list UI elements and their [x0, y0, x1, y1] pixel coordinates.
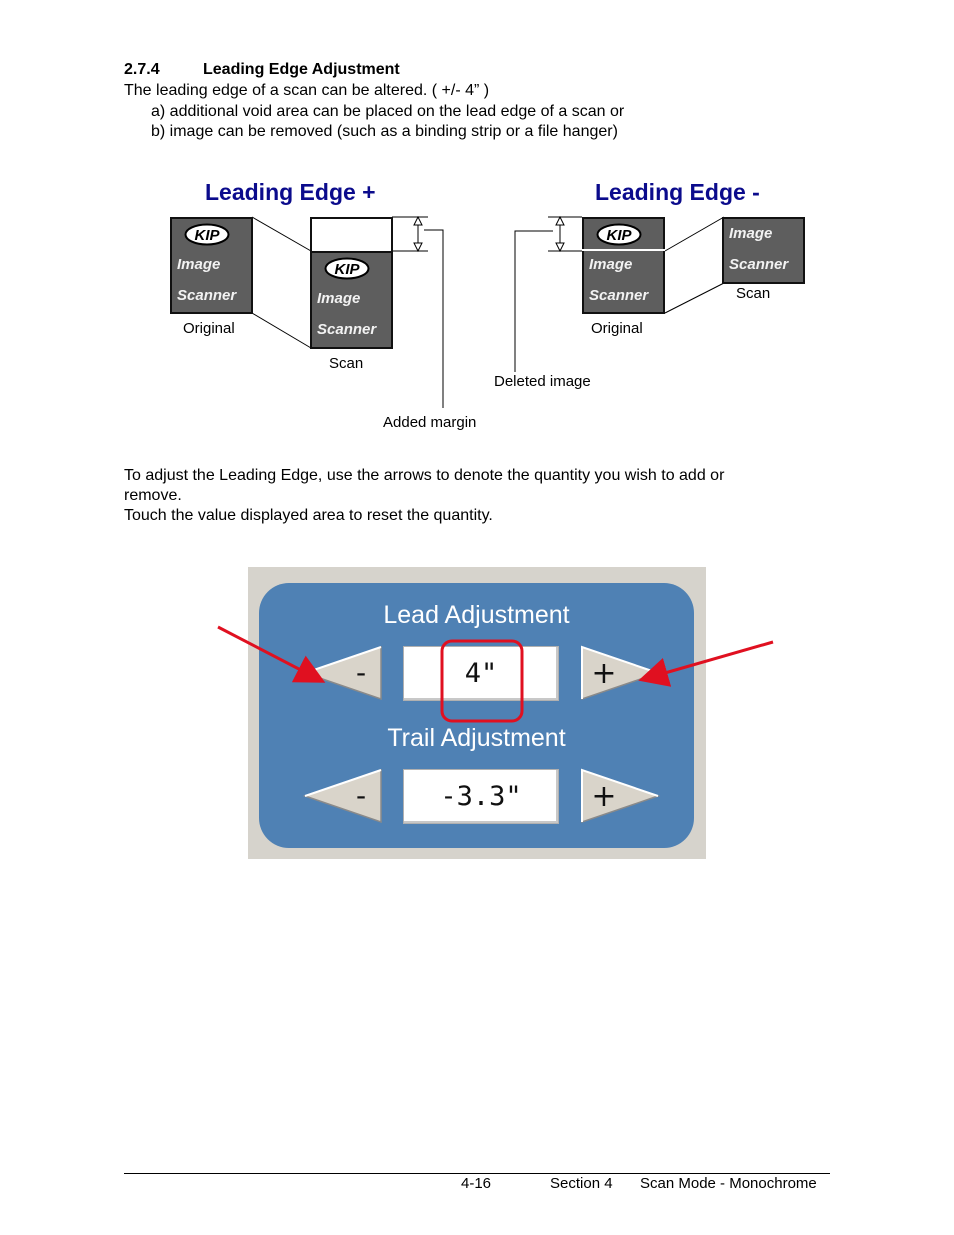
body-text-line-3: Touch the value displayed area to reset …: [124, 507, 493, 524]
trail-increase-button[interactable]: +: [580, 768, 660, 824]
image-word: Image: [589, 256, 633, 273]
footer-rule: [124, 1173, 830, 1174]
body-text-line-2: remove.: [124, 487, 182, 504]
image-word: Image: [729, 225, 773, 242]
leading-edge-minus-title: Leading Edge -: [595, 179, 760, 205]
trail-adjustment-title: Trail Adjustment: [387, 724, 566, 752]
plus-original-label: Original: [183, 320, 235, 337]
leading-edge-plus-title: Leading Edge +: [205, 179, 376, 205]
minus-original-box: KIP Image Scanner: [582, 217, 665, 314]
intro-text: The leading edge of a scan can be altere…: [124, 82, 490, 99]
lead-increase-button[interactable]: +: [580, 645, 660, 701]
body-text-line-1: To adjust the Leading Edge, use the arro…: [124, 467, 725, 484]
plus-original-box: KIP Image Scanner: [170, 217, 253, 314]
scanner-word: Scanner: [317, 321, 377, 338]
minus-scan-box: Image Scanner: [722, 217, 805, 284]
minus-scan-label: Scan: [736, 285, 771, 302]
svg-text:-: -: [356, 779, 366, 812]
svg-text:-: -: [356, 656, 366, 689]
footer-page-number: 4-16: [461, 1175, 492, 1192]
scanner-word: Scanner: [589, 287, 649, 304]
plus-scan-box: KIP Image Scanner: [310, 251, 393, 349]
scanner-word: Scanner: [729, 256, 789, 273]
section-number: 2.7.4: [124, 61, 160, 78]
image-word: Image: [177, 256, 221, 273]
added-margin-area: [310, 217, 393, 253]
kip-logo-icon: KIP: [184, 223, 230, 246]
minus-original-label: Original: [591, 320, 643, 337]
deleted-image-label: Deleted image: [494, 373, 591, 390]
diagram-lines: [251, 215, 725, 408]
scanner-word: Scanner: [177, 287, 237, 304]
trail-value-display[interactable]: -3.3": [403, 769, 559, 824]
red-arrow-icon: [638, 640, 774, 687]
svg-text:KIP: KIP: [194, 227, 220, 244]
kip-logo-icon: KIP: [596, 223, 642, 246]
list-item-a: a) additional void area can be placed on…: [151, 103, 625, 120]
list-item-b: b) image can be removed (such as a bindi…: [151, 123, 618, 140]
svg-text:KIP: KIP: [606, 227, 632, 244]
svg-text:+: +: [591, 779, 616, 814]
plus-scan-label: Scan: [329, 355, 364, 372]
red-arrow-icon: [217, 625, 326, 683]
annotation-overlay: [217, 625, 774, 723]
value-highlight-box: [440, 639, 524, 723]
image-word: Image: [317, 290, 361, 307]
trail-decrease-button[interactable]: -: [303, 768, 383, 824]
section-title: Leading Edge Adjustment: [203, 61, 400, 78]
footer-chapter: Scan Mode - Monochrome: [640, 1175, 817, 1192]
svg-text:KIP: KIP: [334, 261, 360, 278]
footer-section: Section 4: [550, 1175, 613, 1192]
lead-adjustment-title: Lead Adjustment: [383, 601, 570, 629]
added-margin-label: Added margin: [383, 414, 477, 431]
lead-value-display[interactable]: 4": [403, 646, 559, 701]
cut-line: [582, 249, 665, 251]
kip-logo-icon: KIP: [324, 257, 370, 280]
svg-text:+: +: [591, 656, 616, 691]
